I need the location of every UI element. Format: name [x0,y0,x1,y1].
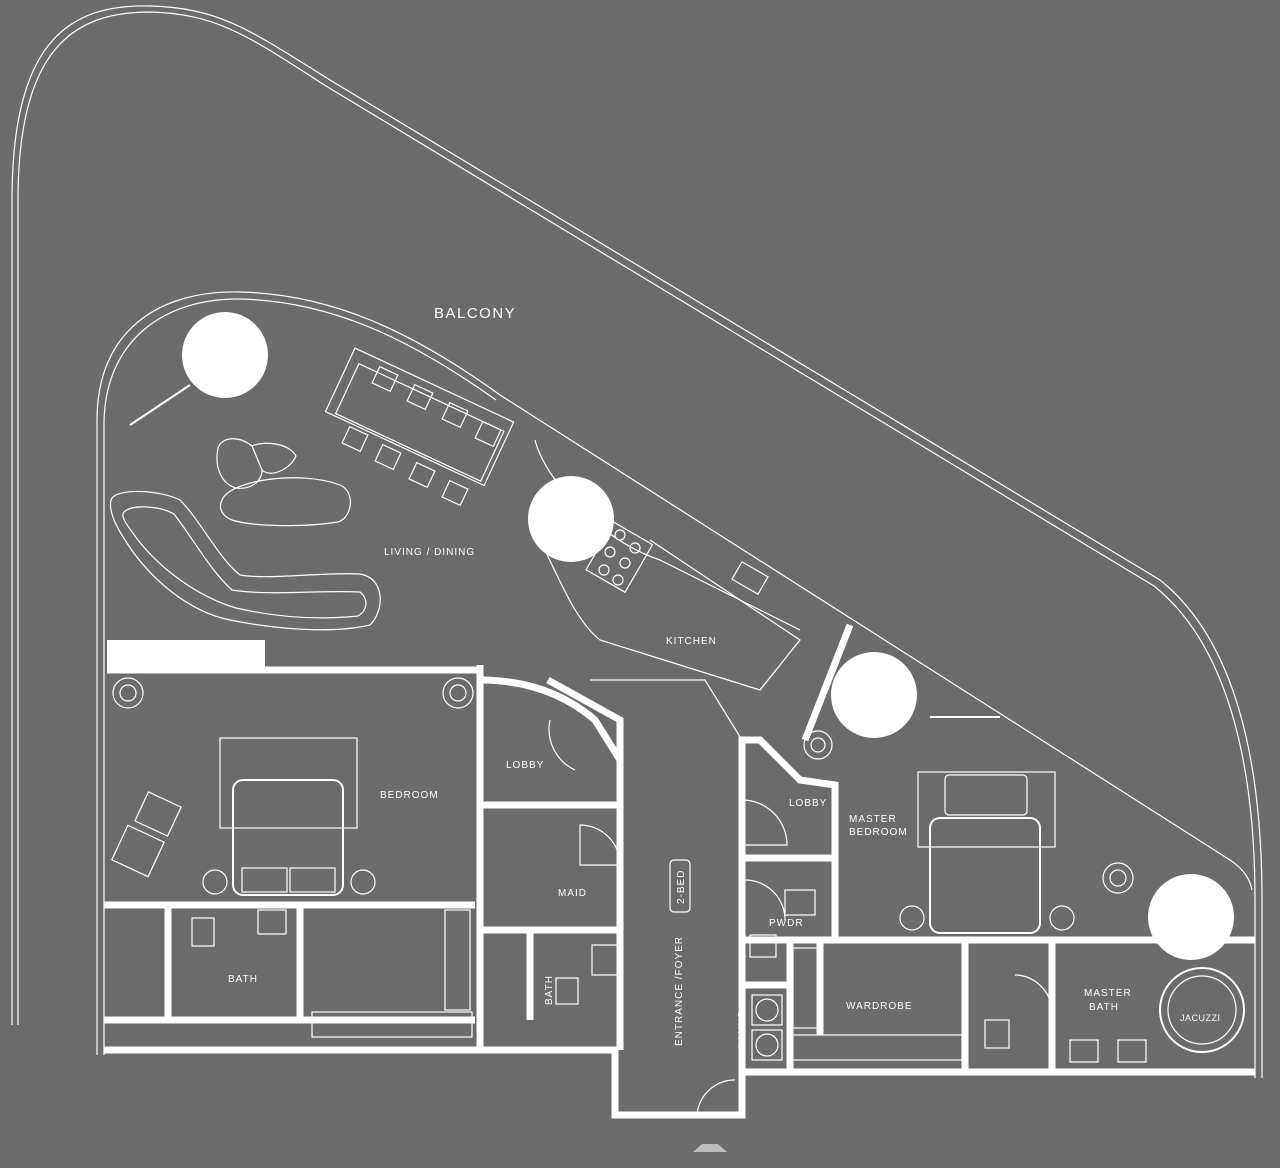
column-2 [528,476,614,562]
laundry-machines [751,994,783,1061]
lounge-chair [216,438,297,489]
wc-icon [555,977,579,1005]
sink-icon [257,909,287,935]
sofa [109,490,381,631]
label-laund: LAUND [737,1009,748,1048]
label-bedroom: BEDROOM [380,790,439,801]
bedroom-bed [202,737,376,896]
column-1 [182,312,268,398]
label-lobby-left: LOBBY [506,760,544,771]
label-unit-tag: 2-BED [676,870,687,904]
wardrobe-shelving [311,909,963,1061]
label-maid: MAID [558,888,587,899]
door-swings [548,719,1053,1116]
balcony-outer-rail [11,5,1263,1078]
interior-walls [104,623,1255,1119]
label-bath-maid: BATH [544,975,555,1005]
balcony-inner-rail [17,11,1256,1078]
wc-icon [749,934,777,958]
master-bed [899,771,1075,934]
sink-icon [784,889,816,916]
kitchen-counter [534,439,801,631]
dining-set [324,347,515,507]
kitchen-sink [731,561,769,595]
sliding-door-1 [129,384,191,426]
sofa-inner [122,506,367,619]
glazing-line [96,291,1253,1055]
bedroom-armchair-1 [134,791,182,837]
label-master-bath-1: MASTER [1084,988,1132,999]
label-jacuzzi: JACUZZI [1180,1013,1221,1023]
label-wardrobe: WARDROBE [846,1001,913,1012]
label-bath-left: BATH [228,974,258,985]
label-living-dining: LIVING / DINING [384,547,475,558]
wc-icon [984,1019,1010,1049]
label-master-bedroom-1: MASTER [849,814,897,825]
wc-icon [191,917,215,947]
label-pwdr: PWDR [769,918,804,929]
label-entrance-foyer: ENTRANCE /FOYER [674,936,685,1046]
column-4 [1148,874,1234,960]
unit-tag-box [669,859,691,913]
label-balcony: BALCONY [434,305,516,322]
sink-icon [1117,1039,1147,1063]
sink-icon [1069,1039,1099,1063]
jacuzzi-tub [1159,967,1245,1053]
plant-icon [112,677,1134,894]
bedroom-armchair-2 [111,824,165,878]
kitchen-island [539,539,801,691]
glazing-line-inner [103,298,497,1055]
label-master-bedroom-2: BEDROOM [849,827,908,838]
column-3 [831,652,917,738]
sink-icon [591,944,619,976]
label-master-bath-2: BATH [1089,1002,1119,1013]
label-lobby-right: LOBBY [789,798,827,809]
entry-arrow-icon [693,1144,727,1152]
label-kitchen: KITCHEN [666,636,717,647]
lounge-rug [219,477,351,527]
cooktop [585,521,654,594]
corridor-outline [590,679,743,1072]
